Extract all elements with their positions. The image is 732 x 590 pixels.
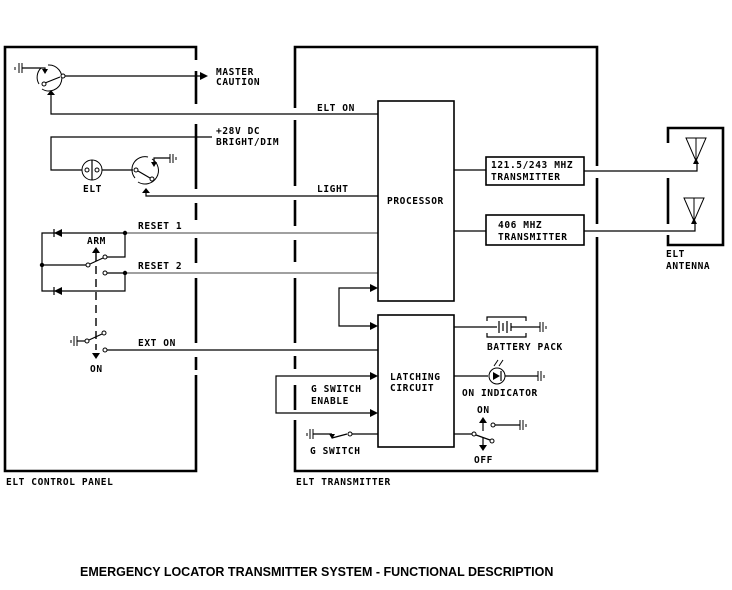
- battery-label: BATTERY PACK: [487, 342, 563, 353]
- transmitter-label: ELT TRANSMITTER: [296, 477, 391, 488]
- ext-on-switch: [70, 330, 378, 353]
- power-wire: [50, 136, 212, 171]
- ground-icon: [14, 63, 23, 73]
- diode-icon: [54, 287, 62, 295]
- tx-121-label-1: 121.5/243 MHZ: [491, 160, 573, 171]
- antenna-frame: [666, 126, 725, 247]
- light-label: LIGHT: [317, 184, 349, 195]
- g-switch-label: G SWITCH: [310, 446, 361, 457]
- processor-label: PROCESSOR: [387, 196, 444, 207]
- master-caution-label-1: MASTER: [216, 67, 254, 78]
- control-panel-label: ELT CONTROL PANEL: [6, 477, 113, 488]
- battery-pack: [454, 316, 547, 338]
- on-indicator-led: [454, 359, 545, 385]
- arm-label: ARM: [87, 236, 106, 247]
- g-switch-enable-loop: [275, 372, 378, 417]
- tx-on-off-switch: [454, 417, 527, 451]
- power-label-2: BRIGHT/DIM: [216, 137, 279, 148]
- latching-label-1: LATCHING: [390, 372, 441, 383]
- tx-406-block: [485, 214, 585, 246]
- diagram-title: EMERGENCY LOCATOR TRANSMITTER SYSTEM - F…: [80, 565, 553, 579]
- ext-on-label: EXT ON: [138, 338, 176, 349]
- antenna-label-2: ANTENNA: [666, 261, 710, 272]
- latching-circuit-block: [377, 314, 455, 448]
- tx-406-label-2: TRANSMITTER: [498, 232, 568, 243]
- ground-icon: [169, 154, 177, 163]
- reset2-label: RESET 2: [138, 261, 182, 272]
- antenna-icon: [683, 197, 705, 224]
- led-icon: [493, 372, 500, 380]
- ground-icon: [519, 420, 527, 430]
- elt-lamp-label: ELT: [83, 184, 102, 195]
- light-switch: [131, 154, 378, 197]
- processor-block: [377, 100, 455, 302]
- on-indicator-label: ON INDICATOR: [462, 388, 538, 399]
- transmitter-frame: [293, 45, 599, 473]
- master-caution-label-2: CAUTION: [216, 77, 260, 88]
- tx-121-label-2: TRANSMITTER: [491, 172, 561, 183]
- latching-label-2: CIRCUIT: [390, 383, 434, 394]
- tx-off-label: OFF: [474, 455, 493, 466]
- arm-reset-switch: [39, 229, 378, 359]
- ground-icon: [306, 429, 314, 439]
- tx-121-block: [485, 156, 585, 186]
- processor-latch-link: [338, 284, 378, 330]
- elt-lamp-icon: [81, 159, 103, 181]
- power-label-1: +28V DC: [216, 126, 260, 137]
- reset1-label: RESET 1: [138, 221, 182, 232]
- ground-icon: [70, 336, 78, 346]
- g-switch-enable-label-1: G SWITCH: [311, 384, 362, 395]
- ground-icon: [539, 322, 547, 332]
- g-switch-enable-label-2: ENABLE: [311, 396, 349, 407]
- antenna-label-1: ELT: [666, 249, 685, 260]
- on-ctrl-label: ON: [90, 364, 103, 375]
- tx-on-label: ON: [477, 405, 490, 416]
- elt-on-label: ELT ON: [317, 103, 355, 114]
- g-switch: [306, 429, 378, 439]
- tx-406-label-1: 406 MHZ: [498, 220, 542, 231]
- battery-icon: [498, 321, 512, 333]
- diode-icon: [54, 229, 62, 237]
- master-caution-switch: [14, 63, 378, 115]
- ground-icon: [537, 371, 545, 381]
- antenna-icon: [685, 137, 707, 164]
